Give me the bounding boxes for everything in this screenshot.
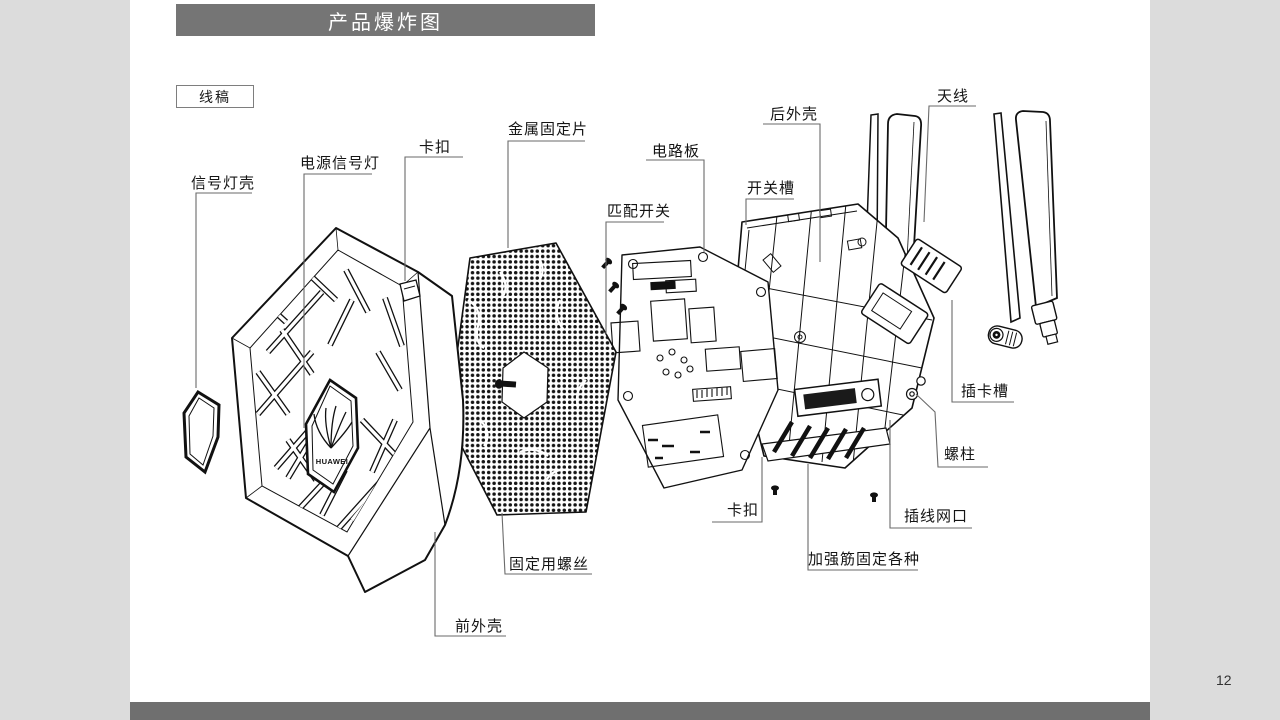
slide-title-bar: 产品爆炸图 [176, 4, 595, 36]
loose-screws [771, 485, 878, 502]
screw-post-part [905, 376, 926, 401]
label-card-slot: 插卡槽 [961, 383, 1010, 400]
circuit-board-part [601, 246, 779, 489]
leader-power-signal-light [303, 173, 372, 428]
leader-antenna [923, 105, 976, 223]
logo-badge: HUAWEI [304, 378, 360, 494]
label-circuit-board: 电路板 [652, 143, 701, 160]
label-power-signal-light: 电源信号灯 [300, 155, 381, 172]
leader-network-port [889, 420, 972, 529]
variant-tag-box: 线稿 [176, 85, 254, 108]
variant-tag-label: 线稿 [199, 88, 231, 105]
leader-fixing-screws [501, 512, 592, 575]
label-matching-switch: 匹配开关 [607, 203, 672, 220]
antenna-rod-detached [987, 112, 1023, 349]
signal-light-shell-part [182, 389, 221, 475]
fixing-screws-part [601, 257, 628, 316]
leader-signal-light-shell [195, 192, 252, 388]
clip-top-part [399, 279, 421, 302]
label-switch-slot: 开关槽 [747, 180, 796, 197]
center-screw [495, 379, 517, 389]
label-clip-top: 卡扣 [419, 139, 452, 156]
leader-screw-post [915, 393, 988, 468]
huawei-flower-icon [313, 405, 353, 449]
label-metal-fixing-piece: 金属固定片 [508, 121, 589, 138]
card-slot-part [860, 238, 963, 345]
label-signal-light-shell: 信号灯壳 [191, 175, 256, 192]
leader-lines [195, 105, 1014, 637]
leader-clip-top [404, 156, 463, 281]
leader-matching-switch [605, 221, 664, 334]
page-number: 12 [1216, 672, 1232, 688]
label-antenna: 天线 [937, 88, 970, 105]
leader-reinforcing-ribs [807, 464, 918, 571]
front-shell-part: HUAWEI [231, 227, 465, 593]
label-rear-shell: 后外壳 [770, 106, 819, 123]
label-fixing-screws: 固定用螺丝 [509, 556, 590, 573]
slide-title: 产品爆炸图 [328, 11, 443, 34]
leader-front-shell [434, 532, 506, 637]
bottom-bar [130, 702, 1150, 720]
network-port-part [793, 378, 883, 418]
antenna-blade-detached [1014, 110, 1059, 345]
metal-fixing-piece-part [447, 242, 617, 516]
logo-text: HUAWEI [316, 457, 348, 466]
leader-switch-slot [745, 198, 794, 225]
label-clip-bottom: 卡扣 [727, 502, 760, 519]
label-reinforcing-ribs: 加强筋固定各种 [808, 551, 921, 568]
label-screw-post: 螺柱 [944, 446, 977, 463]
label-network-port: 插线网口 [904, 508, 969, 525]
leader-circuit-board [646, 159, 705, 252]
leader-card-slot [951, 300, 1014, 403]
leader-clip-bottom [712, 457, 763, 523]
leader-rear-shell [763, 123, 821, 262]
label-front-shell: 前外壳 [455, 618, 504, 635]
leader-metal-fixing-piece [507, 140, 585, 248]
